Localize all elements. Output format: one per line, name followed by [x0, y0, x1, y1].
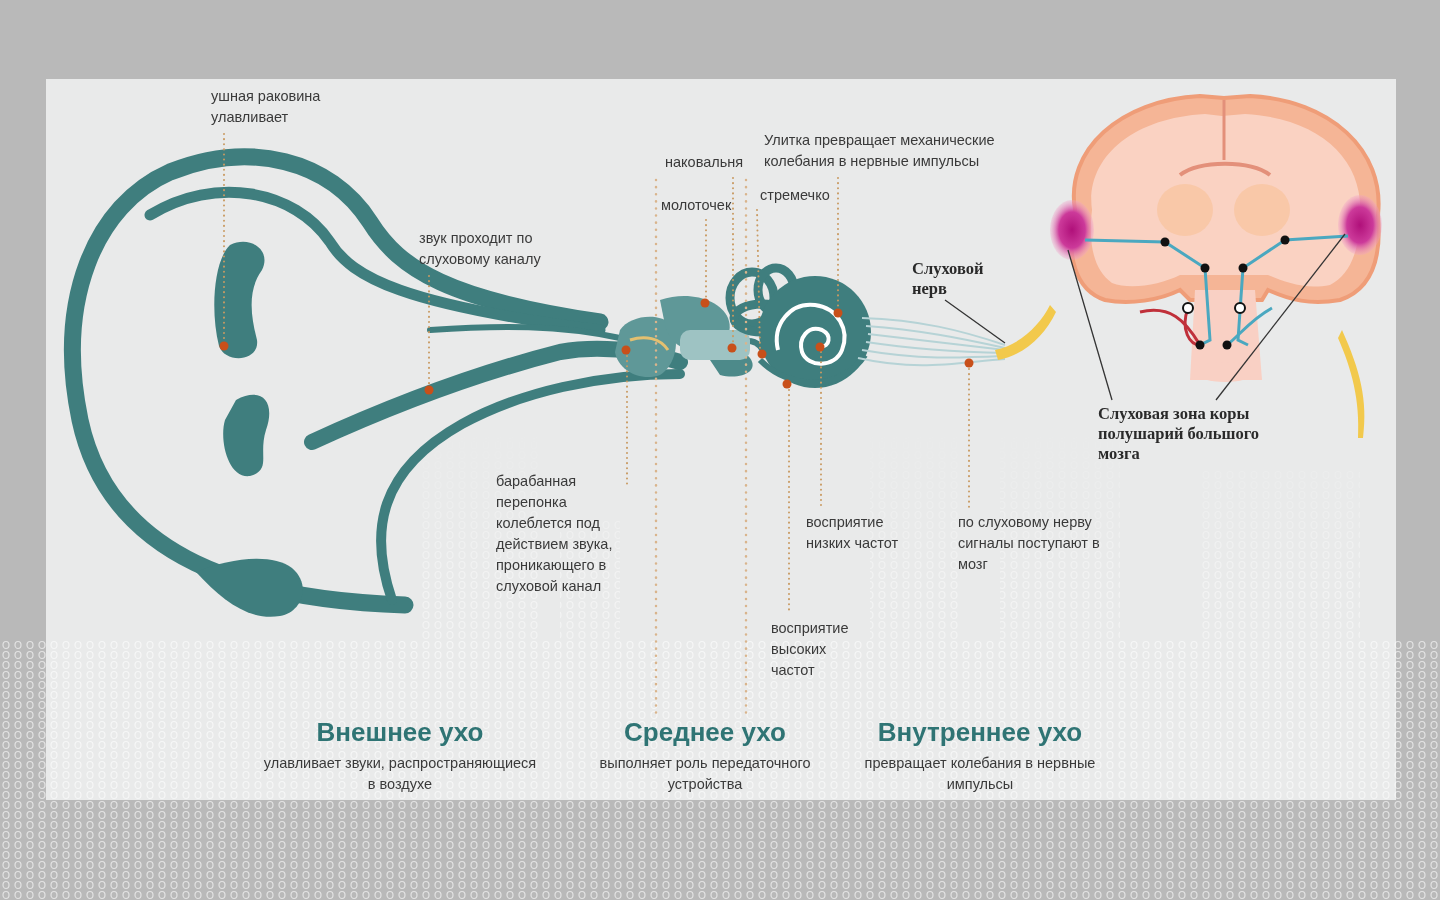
- callout-note: восприятие высоких частот: [771, 618, 871, 681]
- section-description: превращает колебания в нервные импульсы: [860, 753, 1100, 795]
- part-label: стремечко: [760, 185, 860, 206]
- section-heading: Внешнее ухо: [250, 716, 550, 748]
- callout-note: по слуховому нерву сигналы поступают в м…: [958, 512, 1108, 575]
- section-heading: Внутреннее ухо: [830, 716, 1130, 748]
- part-label: Улитка превращает механические колебания…: [764, 130, 1054, 172]
- part-label: звук проходит по слуховому каналу: [419, 228, 584, 270]
- part-label: ушная раковина улавливает: [211, 86, 361, 128]
- part-label: наковальня: [665, 152, 765, 173]
- callout-note: восприятие низких частот: [806, 512, 911, 554]
- part-label: Слуховой нерв: [912, 259, 1012, 299]
- part-label: Слуховая зона коры полушарий большого мо…: [1098, 404, 1288, 464]
- section-description: выполняет роль передаточного устройства: [580, 753, 830, 795]
- section-heading: Среднее ухо: [555, 716, 855, 748]
- section-description: улавливает звуки, распространяющиеся в в…: [260, 753, 540, 795]
- part-label: молоточек: [661, 195, 761, 216]
- callout-note: барабанная перепонка колеблется под дейс…: [496, 471, 641, 597]
